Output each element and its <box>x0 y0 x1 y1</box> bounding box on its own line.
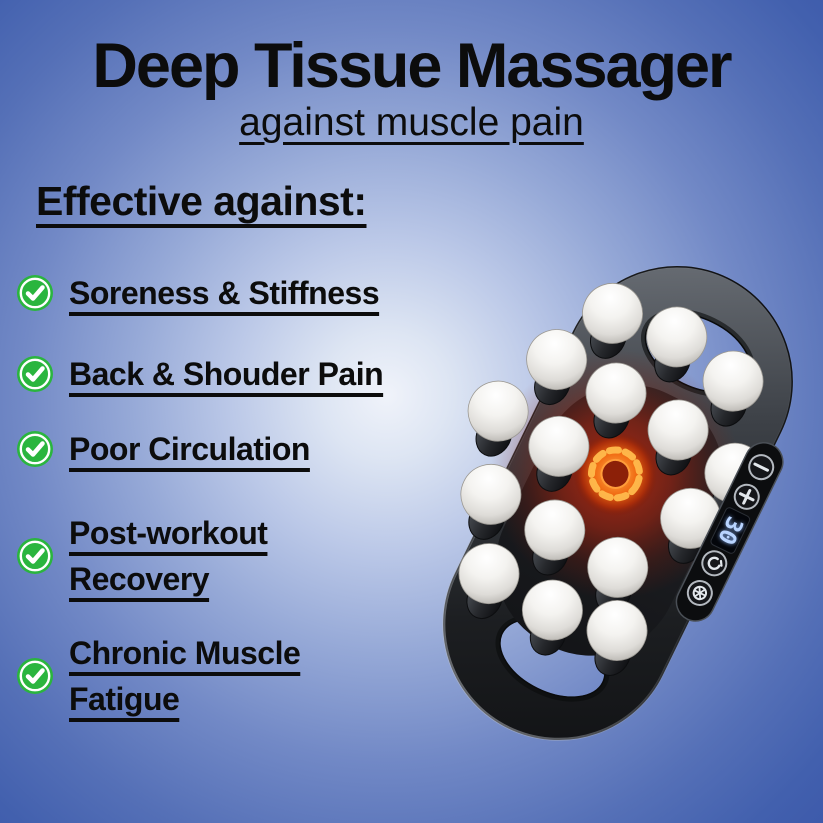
benefit-label: Post-workout Recovery <box>69 515 268 597</box>
massage-ball <box>702 350 764 427</box>
heat-ring-inner <box>600 458 631 489</box>
massage-ball <box>528 415 590 492</box>
massage-ball <box>646 306 708 383</box>
massager-device: 30 30 <box>442 265 794 741</box>
benefit-item: Back & Shouder Pain <box>16 351 384 397</box>
benefit-item: Chronic Muscle Fatigue <box>16 630 334 722</box>
massage-ball <box>582 283 643 359</box>
benefits-heading: Effective against: <box>36 178 367 224</box>
benefit-label: Poor Circulation <box>69 431 310 467</box>
massage-ball <box>467 380 529 457</box>
benefit-item: Poor Circulation <box>16 426 310 472</box>
minus-button-icon <box>748 454 775 481</box>
benefit-label: Back & Shouder Pain <box>69 356 384 392</box>
led-display: 30 30 <box>710 507 751 554</box>
massage-ball <box>522 579 583 656</box>
massager-product-image: 30 30 <box>442 265 794 741</box>
massage-ball <box>524 499 586 576</box>
massage-ball <box>526 329 588 406</box>
check-icon <box>17 356 53 392</box>
massage-balls <box>458 283 766 676</box>
device-body-highlight <box>442 265 794 741</box>
benefit-label: Chronic Muscle Fatigue <box>69 635 301 717</box>
page-subtitle: against muscle pain <box>239 101 584 144</box>
check-icon <box>17 275 53 311</box>
plus-button-icon <box>733 483 760 510</box>
page-title: Deep Tissue Massager <box>92 31 732 101</box>
benefit-item: Soreness & Stiffness <box>16 270 380 316</box>
massage-wheel-button-icon <box>686 579 713 606</box>
rotate-mode-button-icon <box>701 550 728 577</box>
check-icon <box>17 658 53 694</box>
massage-ball <box>585 362 647 439</box>
massage-ball <box>586 600 648 676</box>
control-panel: 30 30 <box>675 442 784 622</box>
benefit-label: Soreness & Stiffness <box>69 275 380 311</box>
benefit-item: Post-workout Recovery <box>16 510 309 602</box>
check-icon <box>17 538 53 574</box>
massage-ball <box>460 464 522 540</box>
heat-ring-icon <box>587 446 643 502</box>
check-icon <box>17 431 53 467</box>
massage-ball <box>458 543 520 620</box>
massage-ball <box>647 399 709 476</box>
